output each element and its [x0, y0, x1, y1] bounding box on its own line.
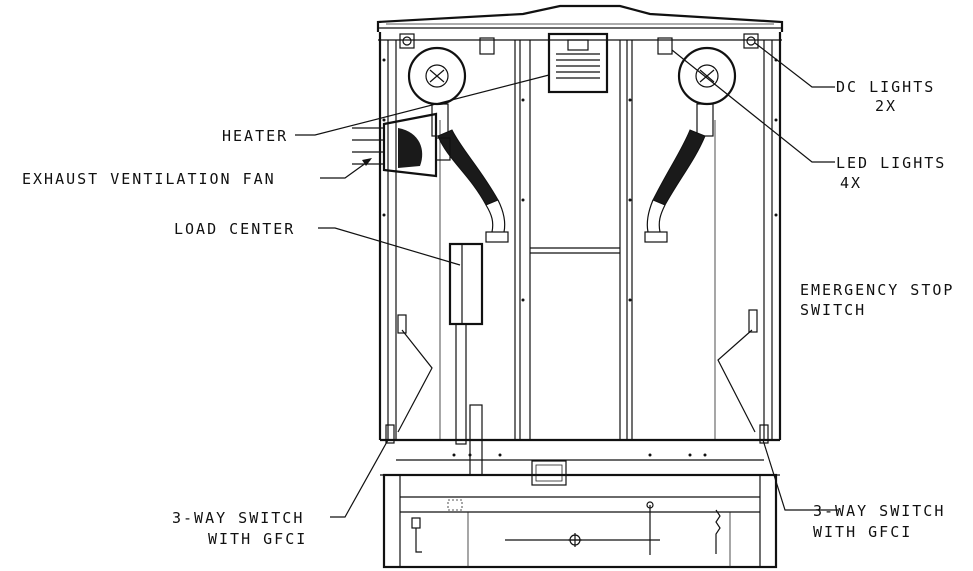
switch-left — [385, 314, 407, 444]
label-led-lights-qty: 4X — [840, 174, 862, 192]
roof — [376, 4, 784, 41]
label-emergency-stop: EMERGENCY STOP — [800, 281, 954, 299]
label-dc-lights-qty: 2X — [875, 97, 897, 115]
label-switch-left: 3-WAY SWITCH — [172, 509, 304, 527]
label-switch-left-gfci: WITH GFCI — [208, 530, 307, 548]
right-flex-duct — [652, 129, 706, 206]
label-led-lights: LED LIGHTS — [836, 154, 946, 172]
dc-light-left — [399, 33, 415, 49]
led-light-fixtures — [479, 37, 673, 55]
label-emergency-stop-switch: SWITCH — [800, 301, 866, 319]
label-switch-right-gfci: WITH GFCI — [813, 523, 912, 541]
right-blower — [644, 46, 737, 243]
left-flex-duct — [437, 129, 499, 206]
leader-lines — [295, 42, 838, 518]
base-skid — [382, 473, 778, 569]
dc-light-right — [743, 33, 759, 49]
exhaust-fan — [352, 112, 451, 178]
fasteners — [382, 58, 778, 457]
label-heater: HEATER — [222, 127, 288, 145]
callout-labels: HEATER EXHAUST VENTILATION FAN LOAD CENT… — [22, 78, 954, 548]
left-blower — [407, 46, 509, 243]
load-center-panel — [448, 242, 484, 476]
label-load-center: LOAD CENTER — [174, 220, 295, 238]
label-switch-right: 3-WAY SWITCH — [813, 502, 945, 520]
label-exhaust-fan: EXHAUST VENTILATION FAN — [22, 170, 276, 188]
label-dc-lights: DC LIGHTS — [836, 78, 935, 96]
heater-unit — [547, 32, 609, 94]
